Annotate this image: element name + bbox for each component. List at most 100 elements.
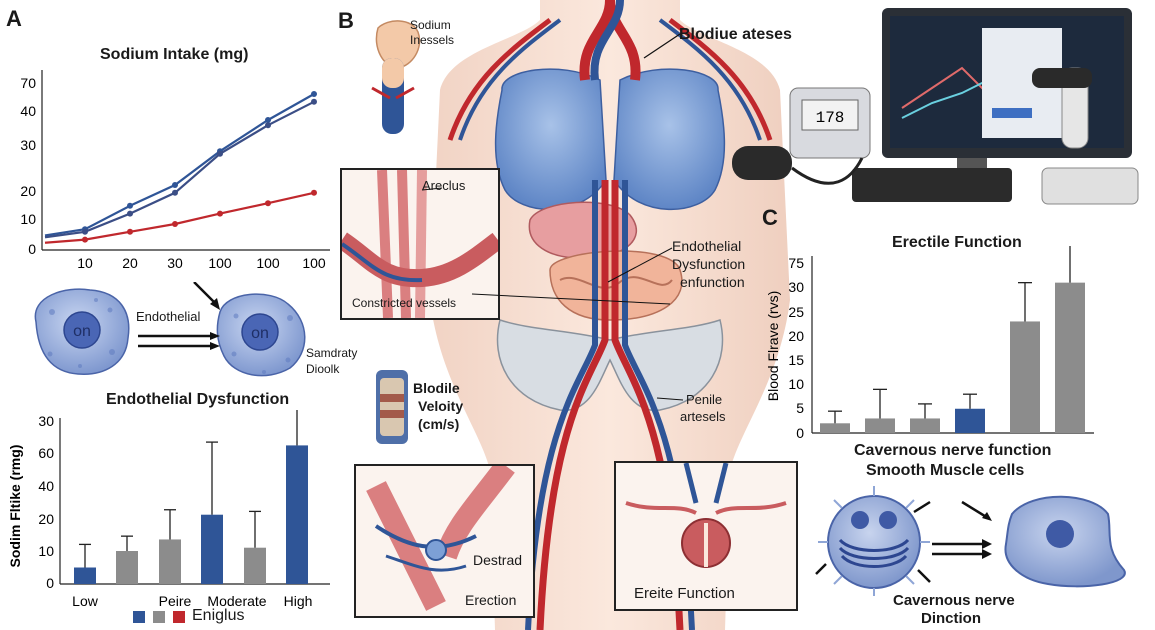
blood-vessels-label: Blodiue ateses <box>679 26 792 43</box>
arrow-head <box>210 298 220 310</box>
bp-cuff <box>732 146 792 180</box>
blood-flow-ylabel: Blood Flrave (rvs) <box>765 291 781 401</box>
sodium-line-chart: 70 40 30 20 10 10 0 10 20 30 100 100 100 <box>20 70 330 271</box>
x-tick: High <box>284 593 313 609</box>
erection-inset: Destrad Erection <box>354 464 535 618</box>
series-line <box>44 191 315 244</box>
bar <box>116 551 138 584</box>
x-tick: Low <box>72 593 99 609</box>
intestine-folds <box>559 276 673 289</box>
leader-line <box>607 247 673 283</box>
endothelial-arrow-label: Endothelial <box>136 309 201 324</box>
subclavian-artery <box>668 18 773 141</box>
cavernous-caption-1: Cavernous nerve function <box>854 442 1052 459</box>
x-tick: 100 <box>208 255 232 271</box>
aorta <box>579 0 641 81</box>
nucleus-label: on <box>251 325 269 342</box>
bar <box>955 408 985 433</box>
left-lung <box>494 68 607 211</box>
erectile-function-inset: Ereite Function <box>614 461 798 611</box>
series-line <box>44 93 315 237</box>
vena-cava <box>590 0 624 81</box>
bar-group <box>74 410 308 584</box>
stomach <box>528 201 637 259</box>
endothelial-label-1: Endothelial <box>672 238 742 254</box>
sodium-chart-title: Sodium Intake (mg) <box>100 46 249 63</box>
series-line <box>44 100 315 239</box>
velocity-label-2: Veloity <box>418 398 464 414</box>
subclavian-vein <box>658 18 762 141</box>
sodium-vessels-label-2: Inessels <box>410 33 455 47</box>
series-point <box>172 182 178 188</box>
bar <box>159 539 181 584</box>
erectile-function-title: Erectile Function <box>892 234 1022 251</box>
cavernous-nerve-label-1: Cavernous nerve <box>893 592 1015 609</box>
y-tick: 75 <box>788 255 804 271</box>
pointer-arrow <box>913 500 931 514</box>
femoral-artery <box>536 180 609 630</box>
y-tick: 60 <box>38 445 54 461</box>
y-tick: 0 <box>28 241 36 257</box>
blood-flow-bar-chart: Blood Flrave (rvs) 75 30 25 20 15 10 5 0 <box>765 246 1094 441</box>
cavernous-caption-2: Smooth Muscle cells <box>866 462 1025 479</box>
series-point <box>172 189 178 196</box>
bar <box>244 547 266 584</box>
velocity-label-3: (cm/s) <box>418 416 460 432</box>
pointer-arrow <box>961 500 989 520</box>
x-tick: Peire <box>159 593 192 609</box>
series-point <box>127 210 133 217</box>
sodium-vessels-label-1: Sodium <box>410 18 451 32</box>
y-tick: 10 <box>788 376 804 392</box>
smooth-muscle-cells-diagram <box>815 486 1126 596</box>
legend-swatch-blue <box>133 611 145 623</box>
legend-label: Eniglus <box>192 607 245 624</box>
series-point <box>127 202 133 209</box>
penile-label-2: artesels <box>680 409 726 424</box>
series-point <box>311 189 317 196</box>
series-point <box>172 221 178 227</box>
subclavian-vein <box>458 18 562 141</box>
series-point <box>311 98 317 105</box>
y-tick: 20 <box>20 183 36 199</box>
y-tick: 25 <box>788 304 804 320</box>
velocity-label-1: Blodile <box>413 380 460 396</box>
constricted-vessels-drawing <box>342 170 498 318</box>
y-tick: 20 <box>788 328 804 344</box>
bp-monitor-reading: 178 <box>816 109 845 127</box>
bar <box>910 418 940 433</box>
dioolk-label: Dioolk <box>306 362 340 376</box>
nucleus-label: on <box>73 323 91 340</box>
series-point <box>217 210 223 217</box>
x-tick: 100 <box>302 255 326 271</box>
x-tick: 20 <box>122 255 138 271</box>
pelvis <box>496 319 724 411</box>
bar <box>286 445 308 584</box>
endothelial-dysfunction-title: Endothelial Dysfunction <box>106 391 290 408</box>
erection-label: Erection <box>465 592 517 608</box>
velocity-tube-icon <box>376 370 408 444</box>
y-tick: 30 <box>38 413 54 429</box>
bar <box>74 567 96 584</box>
keyboard <box>852 168 1012 202</box>
series-point <box>311 91 317 97</box>
penile-label-1: Penile <box>686 392 723 407</box>
bar <box>1055 282 1085 433</box>
erete-function-label: Ereite Function <box>634 585 735 602</box>
line-chart-ticks: 70 40 30 20 10 10 0 10 20 30 100 100 100 <box>20 75 325 271</box>
bar <box>1010 321 1040 433</box>
pointer-arrow <box>815 563 827 575</box>
x-tick: 10 <box>77 255 93 271</box>
endothelial-label-2: Dysfunction <box>672 256 746 272</box>
leader-line <box>471 293 671 305</box>
leader-line <box>656 397 684 401</box>
pointer-arrow <box>917 569 931 583</box>
panel-label-c: C <box>762 205 778 230</box>
series-point <box>265 122 271 129</box>
subclavian-artery <box>447 18 552 141</box>
series-point <box>265 117 271 123</box>
y-tick: 15 <box>788 352 804 368</box>
series-point <box>265 200 271 207</box>
endothelial-label-3: enfunction <box>680 274 745 290</box>
series-point <box>217 150 223 157</box>
